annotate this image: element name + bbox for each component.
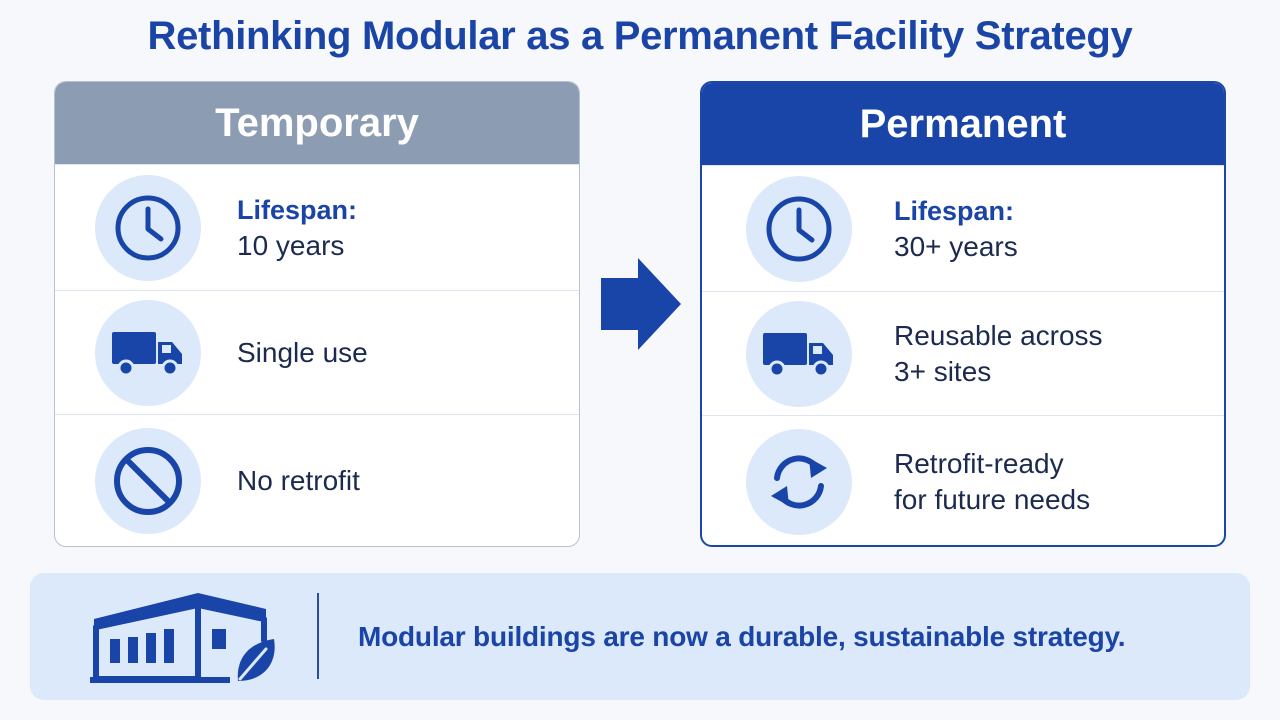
retrofit-line-2: for future needs — [894, 483, 1091, 515]
retrofit-line-1: Retrofit-ready — [894, 447, 1064, 479]
lifespan-value: 30+ years — [894, 230, 1018, 262]
page-title: Rethinking Modular as a Permanent Facili… — [147, 14, 1133, 58]
summary-text: Modular buildings are now a durable, sus… — [358, 620, 1126, 652]
refresh-icon — [746, 428, 852, 535]
permanent-lifespan-text: Lifespan: 30+ years — [894, 193, 1018, 265]
permanent-header: Permanent — [702, 83, 1224, 165]
no-retrofit-text: No retrofit — [237, 464, 360, 496]
lifespan-value: 10 years — [237, 229, 345, 261]
arrow-right-icon — [601, 258, 681, 350]
modular-building-leaf-icon — [90, 593, 280, 687]
temporary-row-lifespan: Lifespan: 10 years — [55, 164, 579, 290]
temporary-lifespan-text: Lifespan: 10 years — [237, 192, 357, 264]
reusable-line-2: 3+ sites — [894, 355, 992, 387]
permanent-row-lifespan: Lifespan: 30+ years — [702, 165, 1224, 291]
summary-banner: Modular buildings are now a durable, sus… — [30, 573, 1250, 700]
prohibited-icon — [95, 427, 201, 534]
retrofit-ready-text: Retrofit-ready for future needs — [894, 446, 1090, 518]
temporary-header: Temporary — [55, 82, 579, 164]
truck-icon — [746, 300, 852, 407]
temporary-card: Temporary Lifespan: 10 years — [54, 81, 580, 547]
reusable-text: Reusable across 3+ sites — [894, 318, 1103, 390]
permanent-row-retrofit: Retrofit-ready for future needs — [702, 415, 1224, 545]
lifespan-label: Lifespan: — [237, 194, 358, 225]
temporary-row-retrofit: No retrofit — [55, 414, 579, 546]
banner-divider — [317, 593, 319, 679]
single-use-text: Single use — [237, 336, 368, 368]
lifespan-label: Lifespan: — [894, 195, 1015, 226]
permanent-card: Permanent Lifespan: 30+ years — [700, 81, 1226, 547]
reusable-line-1: Reusable across — [894, 319, 1103, 351]
clock-icon — [95, 174, 201, 281]
truck-icon — [95, 299, 201, 406]
clock-icon — [746, 175, 852, 282]
temporary-row-use: Single use — [55, 290, 579, 414]
permanent-row-reuse: Reusable across 3+ sites — [702, 291, 1224, 415]
